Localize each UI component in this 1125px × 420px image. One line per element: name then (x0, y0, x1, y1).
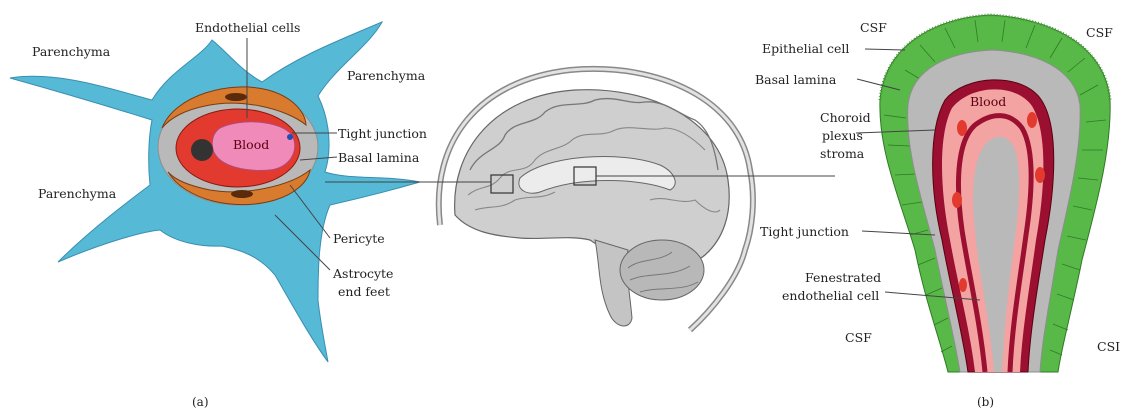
label-choroid-3: stroma (820, 146, 865, 161)
panel-b: CSF CSF Epithelial cell Basal lamina Cho… (755, 15, 1120, 409)
panel-a-caption: (a) (192, 395, 209, 409)
label-choroid-2: plexus (822, 128, 863, 143)
label-epithelial-cell: Epithelial cell (762, 41, 849, 56)
label-tight-junction-b: Tight junction (760, 224, 849, 239)
label-csf-top-right: CSF (1086, 25, 1113, 40)
label-blood-a: Blood (233, 137, 269, 152)
label-choroid-1: Choroid (820, 110, 871, 125)
leader-epithelial (865, 49, 905, 50)
label-blood-b: Blood (970, 94, 1006, 109)
label-parenchyma-right: Parenchyma (347, 68, 426, 83)
label-endothelial-cells: Endothelial cells (195, 20, 300, 35)
label-csf-bottom-left: CSF (845, 330, 872, 345)
tight-junction-marker (287, 134, 293, 140)
panel-a: Parenchyma Parenchyma Parenchyma Endothe… (10, 20, 427, 409)
label-parenchyma-bottom-left: Parenchyma (38, 186, 117, 201)
brain-illustration (325, 69, 835, 330)
label-csf-top-left: CSF (860, 20, 887, 35)
label-astrocyte-1: Astrocyte (332, 266, 393, 281)
label-astrocyte-2: end feet (338, 284, 390, 299)
label-fenestrated-1: Fenestrated (805, 270, 881, 285)
label-basal-lamina-b: Basal lamina (755, 72, 837, 87)
panel-b-caption: (b) (977, 395, 994, 409)
endothelial-nucleus (191, 139, 213, 161)
label-parenchyma-top-left: Parenchyma (32, 44, 111, 59)
label-basal-lamina-a: Basal lamina (338, 150, 420, 165)
label-tight-junction-a: Tight junction (338, 126, 427, 141)
label-csf-bottom-right: CSI (1097, 339, 1120, 354)
cerebellum (620, 240, 704, 300)
label-pericyte: Pericyte (333, 231, 385, 246)
label-fenestrated-2: endothelial cell (782, 288, 879, 303)
